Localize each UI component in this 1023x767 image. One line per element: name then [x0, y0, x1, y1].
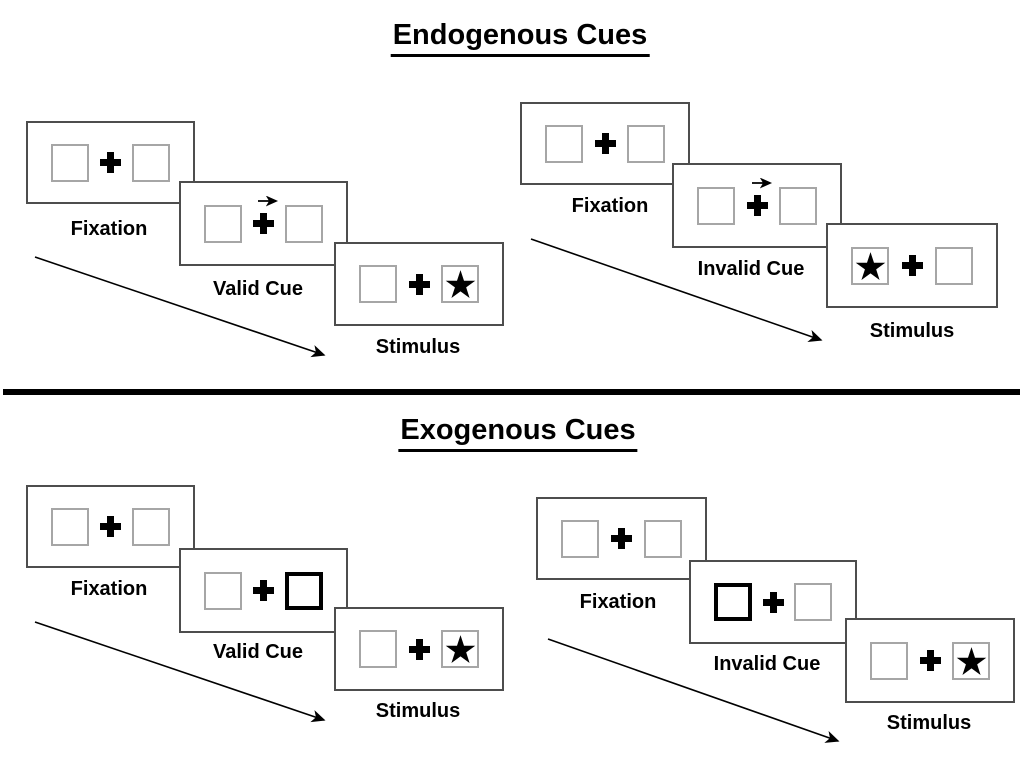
- fixation-card: [520, 102, 690, 185]
- right-placeholder-box: [779, 186, 817, 225]
- section-title-exogenous: Exogenous Cues: [398, 414, 638, 452]
- left-placeholder-box: [870, 641, 908, 680]
- invalid-cue-card: [672, 163, 842, 248]
- stimulus-card: [826, 223, 998, 308]
- card-label-valid-cue: Valid Cue: [212, 278, 304, 300]
- fixation-card: [26, 485, 195, 568]
- card-label-fixation: Fixation: [579, 591, 657, 613]
- target-box: [441, 630, 479, 668]
- fixation-cross-icon: [919, 650, 941, 671]
- left-placeholder-box: [204, 571, 242, 610]
- timeline-arrow-exogenous-valid: [34, 621, 326, 723]
- left-placeholder-box: [359, 265, 397, 303]
- right-placeholder-box: [935, 246, 973, 285]
- left-placeholder-box: [51, 507, 89, 546]
- timeline-arrow-endogenous-valid: [34, 256, 326, 358]
- fixation-cross-icon: [746, 195, 768, 216]
- card-label-stimulus: Stimulus: [375, 336, 461, 358]
- stimulus-card: [334, 242, 504, 326]
- right-placeholder-box: [285, 204, 323, 243]
- fixation-cross-icon: [901, 255, 923, 276]
- card-label-stimulus: Stimulus: [886, 712, 972, 734]
- fixation-cross-icon: [100, 516, 121, 537]
- card-label-valid-cue: Valid Cue: [212, 641, 304, 663]
- left-placeholder-box: [561, 519, 599, 558]
- fixation-cross-icon: [408, 638, 430, 660]
- card-label-fixation: Fixation: [70, 578, 148, 600]
- stimulus-card: [845, 618, 1015, 703]
- left-placeholder-box: [697, 186, 735, 225]
- card-label-stimulus: Stimulus: [869, 320, 955, 342]
- card-label-fixation: Fixation: [571, 195, 649, 217]
- target-box: [441, 265, 479, 303]
- target-box: [851, 246, 889, 285]
- arrow-right-icon: [751, 178, 772, 189]
- section-divider: [3, 389, 1020, 395]
- valid-cue-card: [179, 548, 348, 633]
- fixation-cross-icon: [594, 133, 616, 154]
- left-placeholder-box: [51, 143, 89, 182]
- fixation-cross-icon: [762, 591, 784, 613]
- fixation-card: [536, 497, 707, 580]
- right-placeholder-box: [132, 143, 170, 182]
- card-label-invalid-cue: Invalid Cue: [713, 653, 821, 675]
- section-title-endogenous: Endogenous Cues: [390, 19, 650, 57]
- fixation-cross-icon: [100, 152, 121, 173]
- valid-cue-card: [179, 181, 348, 266]
- star-icon: [956, 646, 986, 675]
- left-placeholder-box: [204, 204, 242, 243]
- right-placeholder-box: [644, 519, 682, 558]
- timeline-arrow-endogenous-invalid: [530, 238, 823, 342]
- stimulus-card: [334, 607, 504, 691]
- fixation-cross-icon: [611, 528, 632, 549]
- left-placeholder-box: [359, 630, 397, 668]
- left-placeholder-box: [545, 124, 583, 163]
- arrow-right-icon: [258, 196, 279, 207]
- target-box: [952, 641, 990, 680]
- fixation-cross-icon: [253, 580, 274, 601]
- invalid-cue-card: [689, 560, 857, 644]
- star-icon: [445, 270, 475, 299]
- fixation-cross-icon: [253, 213, 274, 234]
- right-placeholder-box: [132, 507, 170, 546]
- star-icon: [445, 635, 475, 664]
- right-placeholder-box: [794, 583, 832, 621]
- highlighted-cue-box: [714, 583, 752, 621]
- fixation-card: [26, 121, 195, 204]
- right-placeholder-box: [627, 124, 665, 163]
- card-label-invalid-cue: Invalid Cue: [697, 258, 805, 280]
- card-label-fixation: Fixation: [70, 218, 148, 240]
- card-label-stimulus: Stimulus: [375, 700, 461, 722]
- highlighted-cue-box: [285, 571, 323, 610]
- star-icon: [855, 251, 885, 280]
- fixation-cross-icon: [408, 273, 430, 295]
